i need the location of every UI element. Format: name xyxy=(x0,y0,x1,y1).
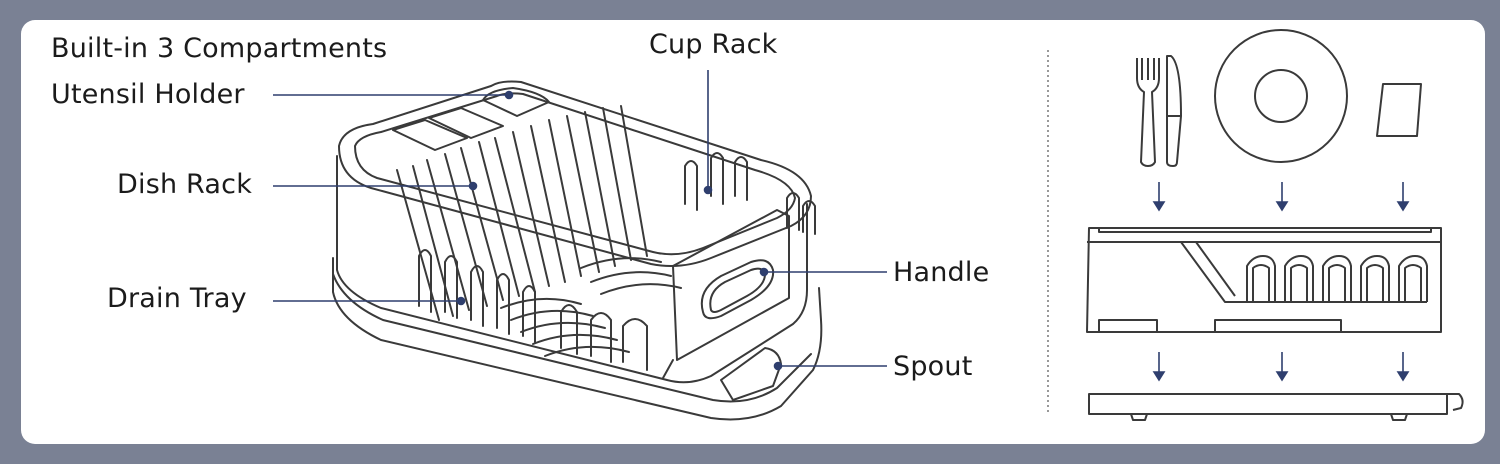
utensil-holder-leader-dot xyxy=(504,90,514,100)
dish-rack-slats xyxy=(396,105,648,321)
side-view-rack xyxy=(1086,227,1442,333)
handle-panel xyxy=(672,209,790,361)
diagram-panel: Built-in 3 Compartments Utensil Holder C… xyxy=(21,20,1485,444)
basket-rim xyxy=(338,80,812,267)
dish-rack-illustration xyxy=(273,29,1464,421)
down-arrow-icon xyxy=(1396,371,1410,382)
plate-icon xyxy=(1214,29,1348,163)
fork-icon xyxy=(1136,58,1160,167)
handle-label: Handle xyxy=(893,257,990,288)
dish-rack-product xyxy=(332,80,823,421)
down-arrow-icon xyxy=(1275,371,1289,382)
cup-rack-label: Cup Rack xyxy=(649,29,778,60)
spout-leader-dot xyxy=(773,361,783,371)
down-arrow-icon xyxy=(1275,201,1289,212)
utensil-compartment xyxy=(392,119,468,151)
cup-rack-prongs xyxy=(418,152,816,371)
cup-rack-leader-dot xyxy=(703,185,713,195)
spout-label: Spout xyxy=(893,351,973,382)
cup-icon xyxy=(1376,83,1422,137)
drain-tray-outline xyxy=(332,257,823,421)
leader-lines xyxy=(273,70,887,371)
knife-icon xyxy=(1166,55,1182,167)
down-arrow-icon xyxy=(1152,201,1166,212)
spout-shape xyxy=(720,347,782,401)
dish-rack-label: Dish Rack xyxy=(117,169,253,200)
down-arrow-icons xyxy=(1152,182,1410,382)
handle-leader-dot xyxy=(759,267,769,277)
down-arrow-icon xyxy=(1152,371,1166,382)
utensil-holder-label: Utensil Holder xyxy=(51,79,245,110)
compartments-label: Built-in 3 Compartments xyxy=(51,33,388,64)
drain-tray-label: Drain Tray xyxy=(107,283,247,314)
side-view-drain-tray xyxy=(1088,393,1464,421)
dish-rack-leader-dot xyxy=(468,181,478,191)
down-arrow-icon xyxy=(1396,201,1410,212)
basket-outline xyxy=(336,155,808,384)
side-view-prongs xyxy=(1246,255,1428,302)
drain-tray-leader-dot xyxy=(456,296,466,306)
